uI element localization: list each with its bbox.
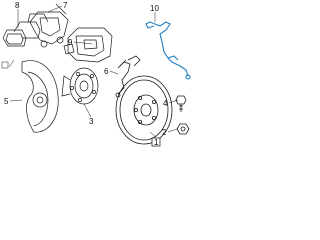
callout-6: 6 xyxy=(104,67,109,76)
callout-leaders xyxy=(8,5,179,138)
callout-5: 5 xyxy=(4,97,9,106)
callout-3: 3 xyxy=(89,117,94,126)
brake-pad-set xyxy=(2,13,49,47)
callout-1: 1 xyxy=(151,137,161,147)
svg-text:1: 1 xyxy=(154,138,159,147)
callout-9: 9 xyxy=(68,38,73,47)
svg-text:4: 4 xyxy=(163,99,168,108)
brake-rotor xyxy=(115,75,173,145)
dust-shield xyxy=(21,60,59,133)
svg-text:8: 8 xyxy=(15,1,20,10)
mounting-bolt xyxy=(175,95,187,112)
callout-7: 7 xyxy=(63,1,68,10)
caliper-bracket xyxy=(29,3,69,48)
wheel-speed-sensor xyxy=(145,21,191,80)
svg-text:9: 9 xyxy=(68,38,73,47)
svg-text:5: 5 xyxy=(4,97,9,106)
svg-text:3: 3 xyxy=(89,117,94,126)
svg-text:10: 10 xyxy=(150,4,159,13)
hub-and-bearing xyxy=(61,67,99,105)
callout-markers xyxy=(1,61,9,69)
callout-2: 2 xyxy=(162,128,167,137)
brake-parts-diagram: 8 7 9 6 10 5 3 4 2 1 xyxy=(1,1,191,147)
svg-text:2: 2 xyxy=(162,128,167,137)
callout-4: 4 xyxy=(163,99,168,108)
svg-text:7: 7 xyxy=(63,1,68,10)
wheel-nut xyxy=(176,123,190,135)
callout-8: 8 xyxy=(15,1,20,10)
svg-text:6: 6 xyxy=(104,67,109,76)
callout-10: 10 xyxy=(150,4,159,13)
brake-hose xyxy=(115,55,141,98)
brake-caliper xyxy=(63,27,113,63)
